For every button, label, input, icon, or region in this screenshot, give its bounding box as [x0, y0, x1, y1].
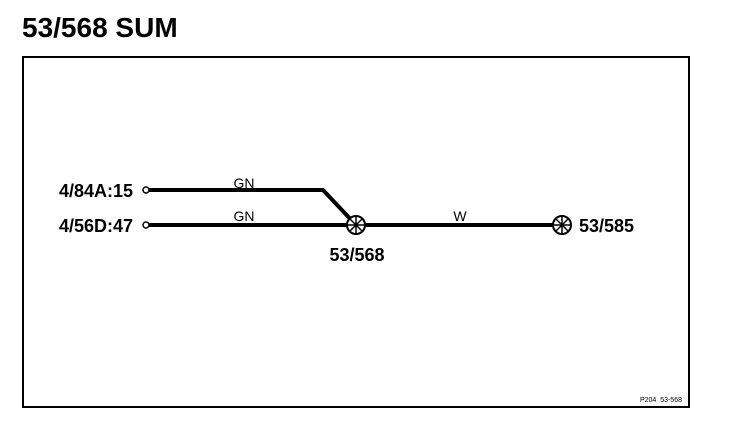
reference-note: P204 53-568 — [640, 397, 682, 404]
diagram-title: 53/568 SUM — [22, 12, 178, 43]
splice-label-right: 53/585 — [579, 216, 634, 236]
connector-pin-top — [142, 186, 150, 194]
wire-color-right: W — [453, 208, 467, 224]
splice-icon-right — [552, 215, 572, 235]
connector-label-bottom: 4/56D:47 — [59, 216, 133, 236]
wire-color-top: GN — [234, 175, 255, 191]
wire-top — [149, 188, 358, 227]
splice-icon-main — [346, 215, 366, 235]
connector-label-top: 4/84A:15 — [59, 181, 133, 201]
diagram-frame — [22, 56, 690, 408]
wire-color-bottom: GN — [234, 208, 255, 224]
splice-label-main: 53/568 — [329, 245, 384, 265]
connector-pin-bottom — [142, 221, 150, 229]
